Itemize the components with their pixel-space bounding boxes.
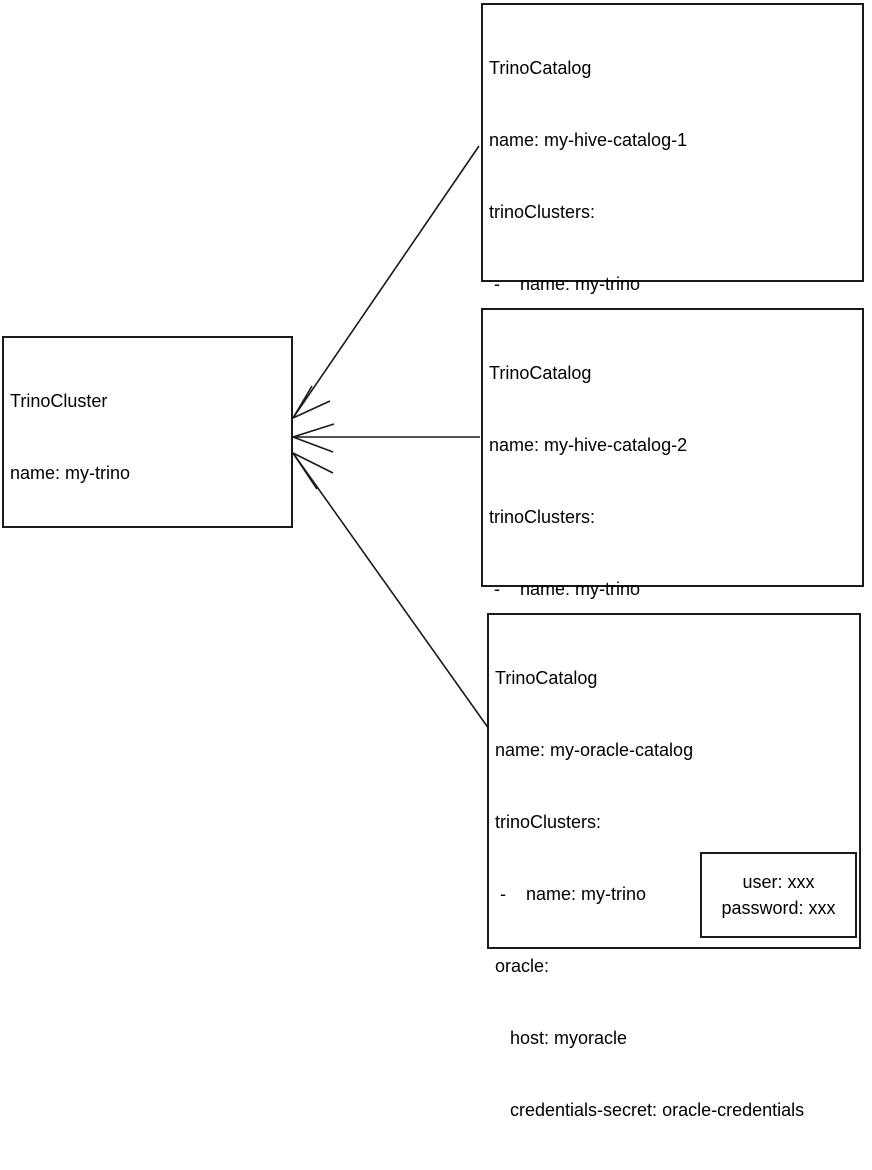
edge-hive1-to-cluster — [292, 145, 480, 419]
node-line: TrinoCluster — [10, 391, 108, 411]
secret-user-line: user: xxx — [742, 872, 815, 892]
node-line: oracle: — [495, 956, 550, 976]
node-trino-catalog-hive-1[interactable]: TrinoCatalog name: my-hive-catalog-1 tri… — [481, 3, 864, 654]
node-line: TrinoCatalog — [489, 363, 592, 383]
node-line: TrinoCatalog — [489, 58, 592, 78]
node-trino-cluster[interactable]: TrinoCluster name: my-trino — [2, 336, 293, 528]
node-line: trinoClusters: — [489, 507, 596, 527]
node-line: trinoClusters: — [495, 812, 602, 832]
node-line: TrinoCatalog — [495, 668, 598, 688]
secret-password-line: password: xxx — [721, 898, 836, 918]
node-line: name: my-trino — [10, 463, 131, 483]
node-secret[interactable]: user: xxx password: xxx — [700, 852, 857, 938]
diagram-canvas: TrinoCluster name: my-trino TrinoCatalog… — [2, 3, 864, 1120]
node-line: name: my-hive-catalog-1 — [489, 130, 688, 150]
edge-oracle-to-cluster — [292, 452, 490, 730]
node-line: - name: my-trino — [495, 884, 647, 904]
node-line: trinoClusters: — [489, 202, 596, 222]
node-line: name: my-oracle-catalog — [495, 740, 694, 760]
node-trino-cluster-text: TrinoCluster name: my-trino — [10, 341, 287, 533]
node-line: name: my-hive-catalog-2 — [489, 435, 688, 455]
node-line: - name: my-trino — [489, 579, 641, 599]
node-line: credentials-secret: oracle-credentials — [495, 1100, 805, 1120]
node-line: host: myoracle — [495, 1028, 628, 1048]
node-line: - name: my-trino — [489, 274, 641, 294]
node-trino-catalog-hive-2[interactable]: TrinoCatalog name: my-hive-catalog-2 tri… — [481, 308, 864, 887]
edge-hive2-to-cluster — [292, 423, 480, 453]
